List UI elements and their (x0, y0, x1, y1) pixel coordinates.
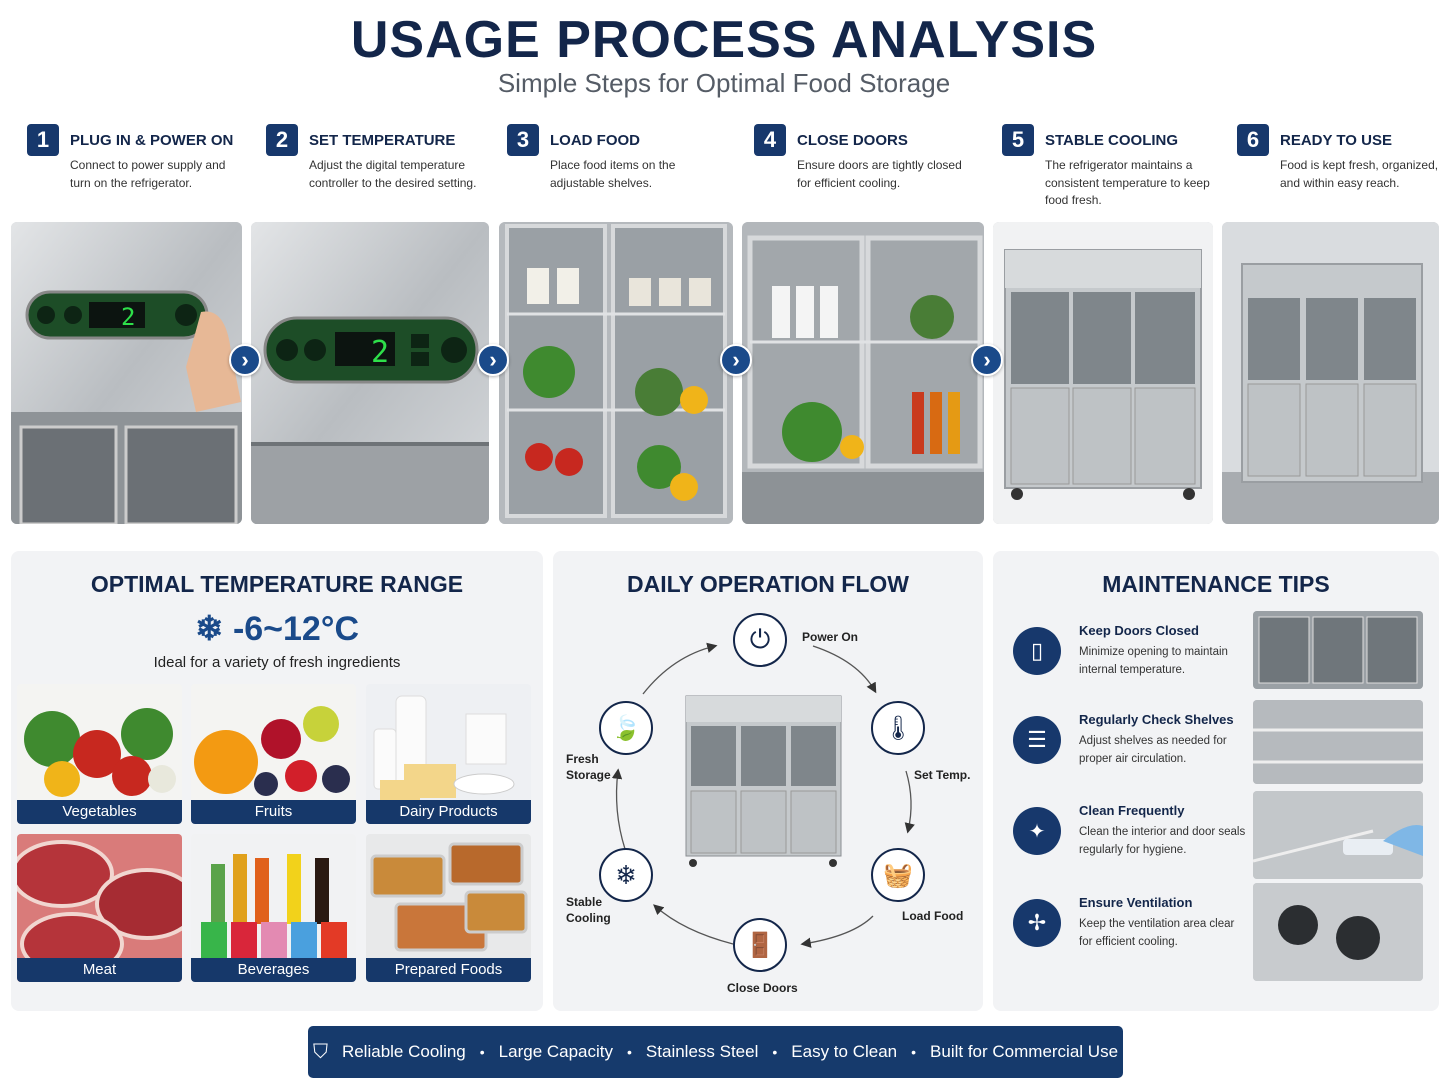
step-description: Ensure doors are tightly closed for effi… (797, 158, 962, 190)
temperature-range: -6~12°C (232, 610, 359, 648)
step-number: 2 (266, 124, 298, 156)
next-arrow-icon: › (477, 344, 509, 376)
photo-close-doors (742, 222, 984, 524)
category-prepared-foods: Prepared Foods (366, 834, 531, 982)
flow-fresh-label-1: Fresh (566, 752, 599, 766)
snowflake-icon: ❄ (599, 848, 653, 902)
tip-description: Clean the interior and door seals regula… (1079, 826, 1246, 856)
tip-description: Adjust shelves as needed for proper air … (1079, 735, 1227, 765)
category-meat: Meat (17, 834, 182, 982)
display-digit: 2 (121, 303, 135, 331)
page-title: USAGE PROCESS ANALYSIS (350, 11, 1098, 69)
tip-description: Keep the ventilation area clear for effi… (1079, 918, 1235, 948)
tip-title: Regularly Check Shelves (1079, 712, 1234, 727)
category-fruits: Fruits (191, 684, 356, 824)
snowflake-icon: ❄ (194, 610, 224, 648)
temperature-title: OPTIMAL TEMPERATURE RANGE (90, 571, 464, 597)
tip-description: Minimize opening to maintain internal te… (1079, 646, 1228, 676)
feature-item: Easy to Clean (791, 1042, 898, 1061)
basket-icon: 🧺 (871, 848, 925, 902)
operation-flow-panel: DAILY OPERATION FLOW ⏻ Power On 🌡 Set Te… (553, 551, 983, 1011)
step-number: 5 (1002, 124, 1034, 156)
category-label: Beverages (191, 958, 356, 982)
fan-icon: ✢ (1013, 899, 1061, 947)
flow-load-food-label: Load Food (902, 909, 964, 923)
temperature-panel: OPTIMAL TEMPERATURE RANGE ❄ -6~12°C Idea… (11, 551, 543, 1011)
tip-photo (1253, 611, 1423, 689)
step-title: CLOSE DOORS (797, 132, 908, 149)
door-icon: 🚪 (733, 918, 787, 972)
tip-check-shelves: ☰ Regularly Check Shelves Adjust shelves… (1009, 700, 1429, 798)
tip-clean-frequently: ✦ Clean Frequently Clean the interior an… (1009, 791, 1429, 889)
tip-photo (1253, 700, 1423, 784)
step-number: 6 (1237, 124, 1269, 156)
step-description: Connect to power supply and turn on the … (70, 158, 226, 190)
maintenance-title: MAINTENANCE TIPS (1102, 571, 1330, 597)
shield-icon: ⛉ (312, 1040, 328, 1063)
category-label: Dairy Products (366, 800, 531, 824)
category-dairy-products: Dairy Products (366, 684, 531, 824)
door-icon: ▯ (1013, 627, 1061, 675)
tip-title: Ensure Ventilation (1079, 895, 1193, 910)
feature-item: Reliable Cooling (341, 1042, 466, 1061)
cleaning-icon: ✦ (1013, 807, 1061, 855)
tip-photo (1253, 791, 1423, 879)
photo-stable-cooling (993, 222, 1213, 524)
page-subtitle: Simple Steps for Optimal Food Storage (497, 68, 951, 98)
step-description: Adjust the digital temperature controlle… (309, 158, 477, 190)
flow-title: DAILY OPERATION FLOW (627, 571, 909, 597)
step-title: SET TEMPERATURE (309, 132, 456, 149)
category-vegetables: Vegetables (17, 684, 182, 824)
tip-photo (1253, 883, 1423, 981)
next-arrow-icon: › (971, 344, 1003, 376)
photo-load-food (499, 222, 733, 524)
tip-title: Clean Frequently (1079, 803, 1185, 818)
step-title: LOAD FOOD (550, 132, 640, 149)
step-description: Place food items on the adjustable shelv… (550, 158, 676, 190)
temperature-caption: Ideal for a variety of fresh ingredients (153, 654, 401, 671)
feature-item: Built for Commercial Use (930, 1042, 1119, 1061)
power-icon: ⏻ (733, 613, 787, 667)
flow-stable-label-2: Cooling (566, 911, 611, 925)
step-description: The refrigerator maintains a consistent … (1045, 158, 1210, 207)
flow-fresh-label-2: Storage (566, 768, 611, 782)
tip-title: Keep Doors Closed (1079, 623, 1199, 638)
feature-item: Large Capacity (498, 1042, 614, 1061)
category-beverages: Beverages (191, 834, 356, 982)
photo-set-temperature: 2 (251, 222, 489, 524)
step-title: READY TO USE (1280, 132, 1392, 149)
tip-keep-doors-closed: ▯ Keep Doors Closed Minimize opening to … (1009, 611, 1429, 709)
step-title: PLUG IN & POWER ON (70, 132, 234, 149)
category-label: Prepared Foods (366, 958, 531, 982)
next-arrow-icon: › (720, 344, 752, 376)
display-digit: 2 (371, 335, 389, 370)
step-number: 1 (27, 124, 59, 156)
photo-power-on: 2 (11, 222, 242, 524)
thermometer-icon: 🌡 (871, 701, 925, 755)
flow-set-temp-label: Set Temp. (914, 768, 971, 782)
category-label: Vegetables (17, 800, 182, 824)
leaf-icon: 🍃 (599, 701, 653, 755)
photo-ready-to-use (1222, 222, 1439, 524)
feature-item: Stainless Steel (645, 1042, 759, 1061)
next-arrow-icon: › (229, 344, 261, 376)
features-bar: ⛉ Reliable Cooling • Large Capacity • St… (308, 1026, 1123, 1078)
flow-arrows (611, 642, 915, 948)
flow-stable-label-1: Stable (566, 895, 603, 909)
category-label: Meat (17, 958, 182, 982)
shelves-icon: ☰ (1013, 716, 1061, 764)
step-title: STABLE COOLING (1045, 132, 1179, 149)
step-number: 4 (754, 124, 786, 156)
step-description: Food is kept fresh, organized, and withi… (1280, 158, 1439, 190)
tip-ensure-ventilation: ✢ Ensure Ventilation Keep the ventilatio… (1009, 883, 1429, 981)
step-number: 3 (507, 124, 539, 156)
category-label: Fruits (191, 800, 356, 824)
maintenance-panel: MAINTENANCE TIPS ▯ Keep Doors Closed Min… (993, 551, 1439, 1011)
flow-close-doors-label: Close Doors (727, 981, 798, 995)
flow-power-on-label: Power On (802, 630, 859, 644)
